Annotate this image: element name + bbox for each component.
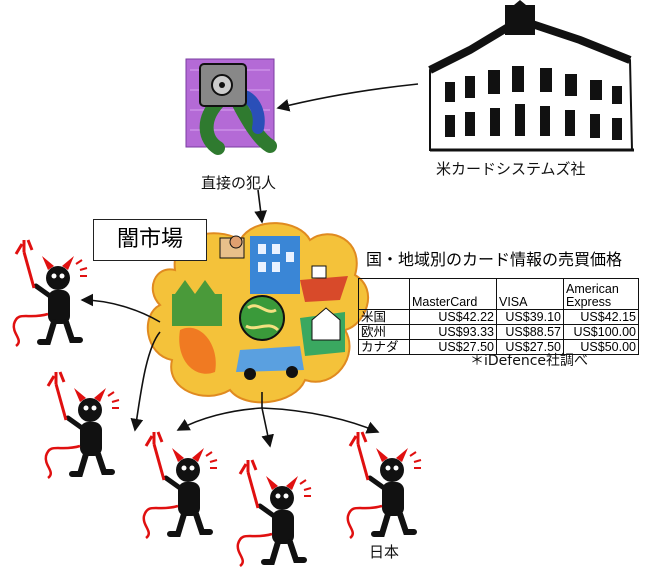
japan-label: 日本 bbox=[369, 543, 400, 561]
arrow-market-to-devil-2 bbox=[130, 331, 161, 432]
source-note: ＊iDefence社調べ bbox=[470, 353, 589, 369]
table-header-cell bbox=[358, 278, 410, 310]
devil-buyer-icon bbox=[46, 372, 119, 478]
table-row-header: カナダ bbox=[358, 339, 410, 355]
table-row-header: 米国 bbox=[358, 309, 410, 325]
table-cell: US$50.00 bbox=[563, 339, 639, 355]
devil-buyer-icon bbox=[14, 240, 87, 346]
table-cell: US$100.00 bbox=[563, 324, 639, 340]
arrow-culprit-to-market bbox=[254, 189, 267, 224]
price-table: MasterCard VISA American Express 米国 US$4… bbox=[358, 278, 639, 355]
thief-with-safe-icon bbox=[185, 58, 277, 155]
black-market-label: 闇市場 bbox=[93, 219, 207, 261]
table-cell: US$27.50 bbox=[496, 339, 564, 355]
devil-buyer-icon bbox=[238, 460, 311, 566]
table-cell: US$27.50 bbox=[409, 339, 497, 355]
devil-buyer-icon bbox=[144, 432, 217, 538]
black-market-cloud bbox=[146, 222, 370, 404]
devil-buyer-japan-icon bbox=[348, 432, 421, 538]
company-label: 米カードシステムズ社 bbox=[436, 160, 586, 178]
arrow-market-to-devil-3 bbox=[176, 407, 263, 431]
flow-arrows bbox=[80, 83, 419, 448]
table-cell: US$42.22 bbox=[409, 309, 497, 325]
table-header-cell: American Express bbox=[563, 278, 639, 310]
table-cell: US$42.15 bbox=[563, 309, 639, 325]
company-building-icon bbox=[428, 0, 634, 152]
arrow-market-to-devil-4 bbox=[261, 407, 274, 448]
table-header-cell: MasterCard bbox=[409, 278, 497, 310]
table-cell: US$88.57 bbox=[496, 324, 564, 340]
table-row: 米国 US$42.22 US$39.10 US$42.15 bbox=[358, 309, 639, 325]
table-header-row: MasterCard VISA American Express bbox=[358, 278, 639, 310]
table-cell: US$39.10 bbox=[496, 309, 564, 325]
arrow-market-to-devil-japan bbox=[261, 407, 380, 434]
table-row: 欧州 US$93.33 US$88.57 US$100.00 bbox=[358, 324, 639, 340]
table-row-header: 欧州 bbox=[358, 324, 410, 340]
table-row: カナダ US$27.50 US$27.50 US$50.00 bbox=[358, 339, 639, 355]
arrow-company-to-culprit bbox=[276, 83, 419, 112]
arrow-market-to-devil-1 bbox=[80, 293, 161, 323]
table-title: 国・地域別のカード情報の売買価格 bbox=[366, 250, 623, 269]
culprit-label: 直接の犯人 bbox=[201, 174, 277, 192]
table-header-cell: VISA bbox=[496, 278, 564, 310]
table-cell: US$93.33 bbox=[409, 324, 497, 340]
